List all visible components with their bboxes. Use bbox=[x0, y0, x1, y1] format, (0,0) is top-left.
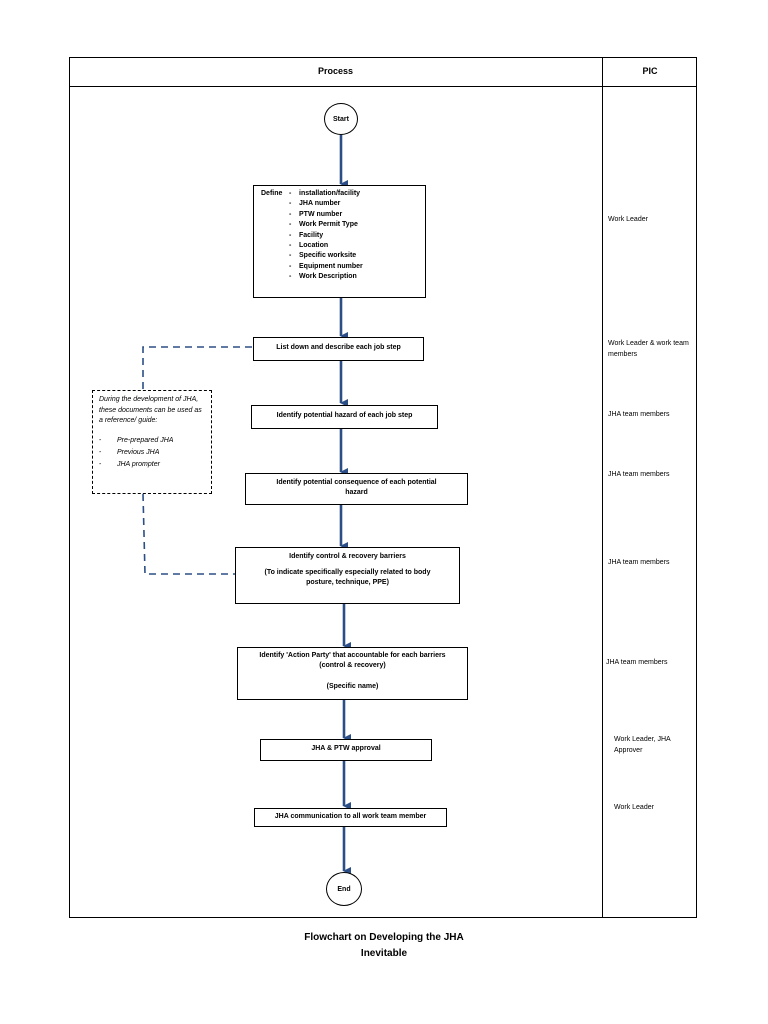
define-item: -Work Permit Type bbox=[289, 221, 358, 229]
caption-title: Flowchart on Developing the JHA bbox=[304, 932, 464, 943]
reference-note-item: -JHA prompter bbox=[99, 460, 160, 468]
step-barriers-line2: (To indicate specifically especially rel… bbox=[264, 569, 431, 576]
step-barriers-line3: posture, technique, PPE) bbox=[306, 579, 389, 586]
pic-barriers: JHA team members bbox=[608, 559, 670, 566]
step-consequence-line1: Identify potential consequence of each p… bbox=[276, 479, 437, 486]
reference-note-item: -Pre-prepared JHA bbox=[99, 436, 174, 444]
step-communication-text: JHA communication to all work team membe… bbox=[274, 813, 427, 820]
pic-define: Work Leader bbox=[608, 216, 648, 223]
step-action-line3: (Specific name) bbox=[326, 683, 379, 690]
step-hazard-box: Identify potential hazard of each job st… bbox=[251, 405, 438, 429]
reference-note-text: During the development of JHA, these doc… bbox=[99, 396, 202, 424]
pic-approval: Work Leader, JHA Approver bbox=[614, 736, 671, 754]
pic-hazard: JHA team members bbox=[608, 411, 670, 418]
pic-consequence: JHA team members bbox=[608, 471, 670, 478]
define-item: -PTW number bbox=[289, 210, 343, 218]
define-item: -Work Description bbox=[289, 273, 357, 281]
step-consequence-box: Identify potential consequence of each p… bbox=[245, 473, 468, 505]
define-item: -Facility bbox=[289, 231, 324, 239]
define-items: -JHA number -PTW number -Work Permit Typ… bbox=[261, 199, 425, 282]
step-barriers-line1: Identify control & recovery barriers bbox=[289, 553, 406, 560]
step-consequence-line2: hazard bbox=[345, 489, 368, 496]
define-box: Define - installation/facility -JHA numb… bbox=[253, 185, 426, 298]
step-communication-box: JHA communication to all work team membe… bbox=[254, 808, 447, 827]
define-label: Define bbox=[261, 190, 283, 197]
step-action-line2: (control & recovery) bbox=[319, 662, 386, 669]
reference-note-list: -Pre-prepared JHA -Previous JHA -JHA pro… bbox=[99, 435, 205, 471]
step-approval-text: JHA & PTW approval bbox=[311, 745, 381, 752]
pic-communication: Work Leader bbox=[614, 804, 654, 811]
dashed-link-barriers bbox=[142, 493, 235, 575]
define-item: -JHA number bbox=[289, 200, 341, 208]
flowchart-table bbox=[69, 57, 697, 918]
define-first-item: installation/facility bbox=[299, 190, 361, 197]
reference-note-box: During the development of JHA, these doc… bbox=[92, 390, 212, 494]
step-barriers-box: Identify control & recovery barriers (To… bbox=[235, 547, 460, 604]
dashed-link-list bbox=[142, 346, 252, 390]
header-divider bbox=[69, 86, 697, 87]
step-hazard-text: Identify potential hazard of each job st… bbox=[276, 412, 413, 419]
header-process: Process bbox=[317, 66, 354, 76]
header-pic: PIC bbox=[642, 66, 658, 76]
define-item: -Specific worksite bbox=[289, 252, 357, 260]
step-list-text: List down and describe each job step bbox=[276, 344, 401, 351]
reference-note-item: -Previous JHA bbox=[99, 448, 160, 456]
step-action-line1: Identify 'Action Party' that accountable… bbox=[259, 652, 446, 659]
figure-caption: Flowchart on Developing the JHA Inevitab… bbox=[0, 930, 768, 962]
define-item: -Location bbox=[289, 242, 329, 250]
pic-action: JHA team members bbox=[606, 659, 668, 666]
pic-list: Work Leader & work team members bbox=[608, 340, 689, 358]
start-node: Start bbox=[324, 103, 358, 135]
column-divider bbox=[602, 57, 603, 918]
step-action-box: Identify 'Action Party' that accountable… bbox=[237, 647, 468, 700]
define-item: -Equipment number bbox=[289, 262, 363, 270]
step-approval-box: JHA & PTW approval bbox=[260, 739, 432, 761]
end-node: End bbox=[326, 872, 362, 906]
caption-subtitle: Inevitable bbox=[360, 948, 408, 959]
step-list-box: List down and describe each job step bbox=[253, 337, 424, 361]
